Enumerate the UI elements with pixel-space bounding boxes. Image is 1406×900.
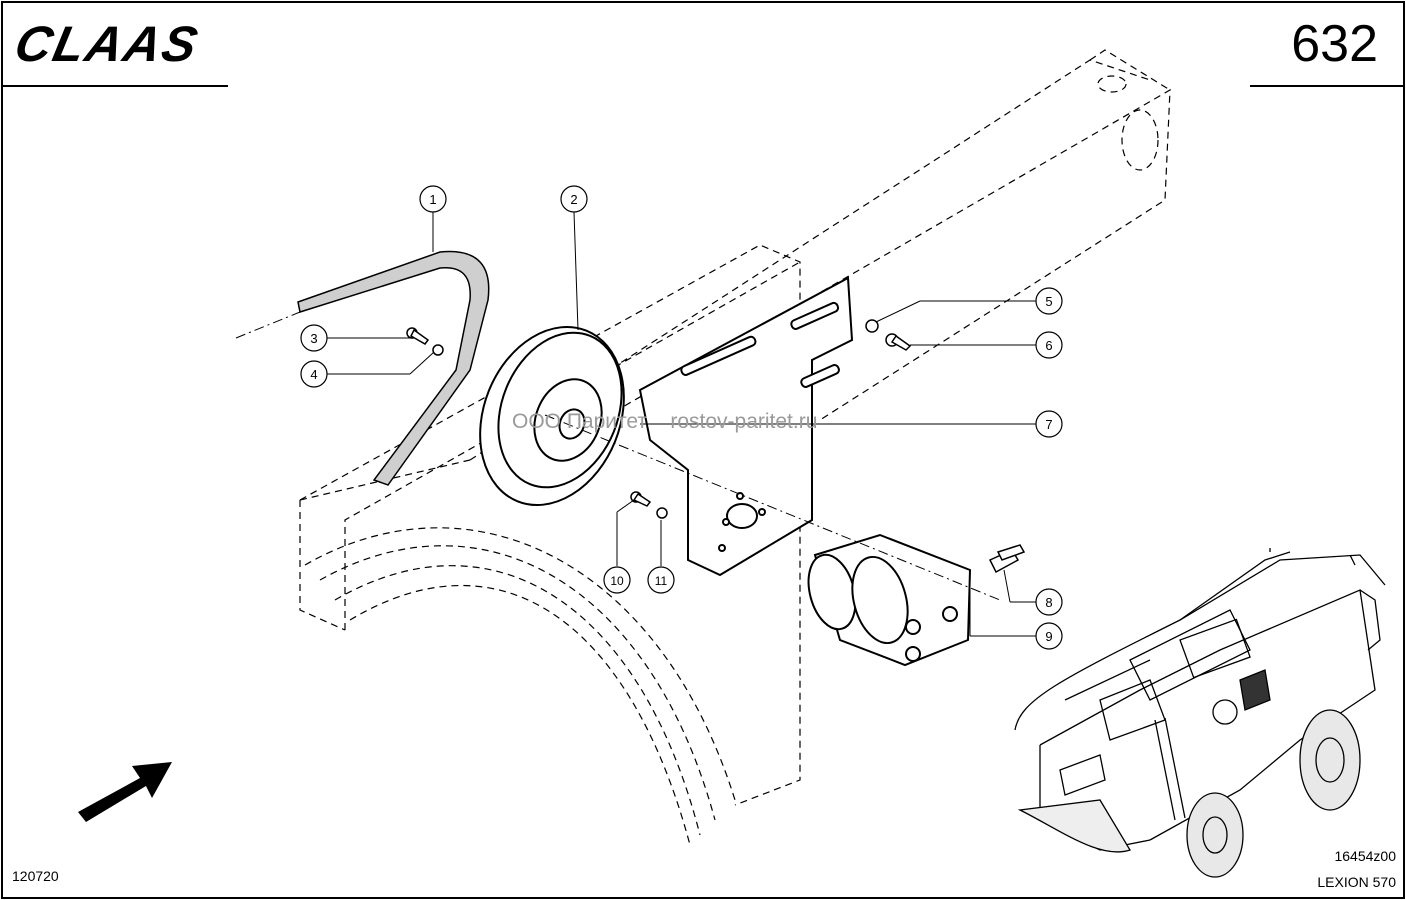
- leader-lines: [327, 211, 1036, 637]
- callout-11: 11: [647, 566, 675, 594]
- drive-belt: [297, 250, 490, 486]
- watermark-text: ООО Паритет rostov-paritet.ru: [512, 410, 818, 433]
- callout-7: 7: [1035, 410, 1063, 438]
- model-name: LEXION 570: [1317, 874, 1396, 890]
- callout-8: 8: [1035, 588, 1063, 616]
- assembly-centerline: [544, 414, 1001, 601]
- pulley: [479, 325, 625, 507]
- callout-5: 5: [1035, 287, 1063, 315]
- callout-1: 1: [419, 185, 447, 213]
- direction-arrow-icon: [78, 762, 172, 822]
- fitting: [988, 544, 1026, 574]
- svg-text:2: 2: [570, 192, 577, 207]
- callout-9: 9: [1035, 622, 1063, 650]
- mounting-bracket: [638, 276, 854, 577]
- svg-text:6: 6: [1045, 338, 1052, 353]
- belt-centerline: [235, 311, 301, 339]
- callouts: 1 2 3 4 5 6 7 8 9 10 11: [300, 185, 1063, 650]
- svg-text:5: 5: [1045, 294, 1052, 309]
- svg-text:3: 3: [310, 331, 317, 346]
- svg-text:7: 7: [1045, 417, 1052, 432]
- svg-text:11: 11: [655, 574, 668, 588]
- page-number: 632: [1291, 15, 1378, 73]
- footer-code: 120720: [12, 868, 59, 884]
- hydraulic-motor: [807, 533, 972, 667]
- claas-logo: CLAAS: [10, 16, 205, 72]
- callout-4: 4: [300, 360, 328, 388]
- combine-harvester-sketch: [1014, 548, 1386, 878]
- svg-text:4: 4: [310, 367, 317, 382]
- svg-text:8: 8: [1045, 595, 1052, 610]
- svg-text:10: 10: [610, 574, 624, 588]
- fasteners: [406, 319, 912, 519]
- svg-text:1: 1: [429, 192, 436, 207]
- callout-2: 2: [560, 185, 588, 213]
- callout-6: 6: [1035, 331, 1063, 359]
- svg-text:9: 9: [1045, 629, 1052, 644]
- drawing-id: 16454z00: [1334, 848, 1396, 864]
- callout-10: 10: [603, 566, 631, 594]
- callout-3: 3: [300, 324, 328, 352]
